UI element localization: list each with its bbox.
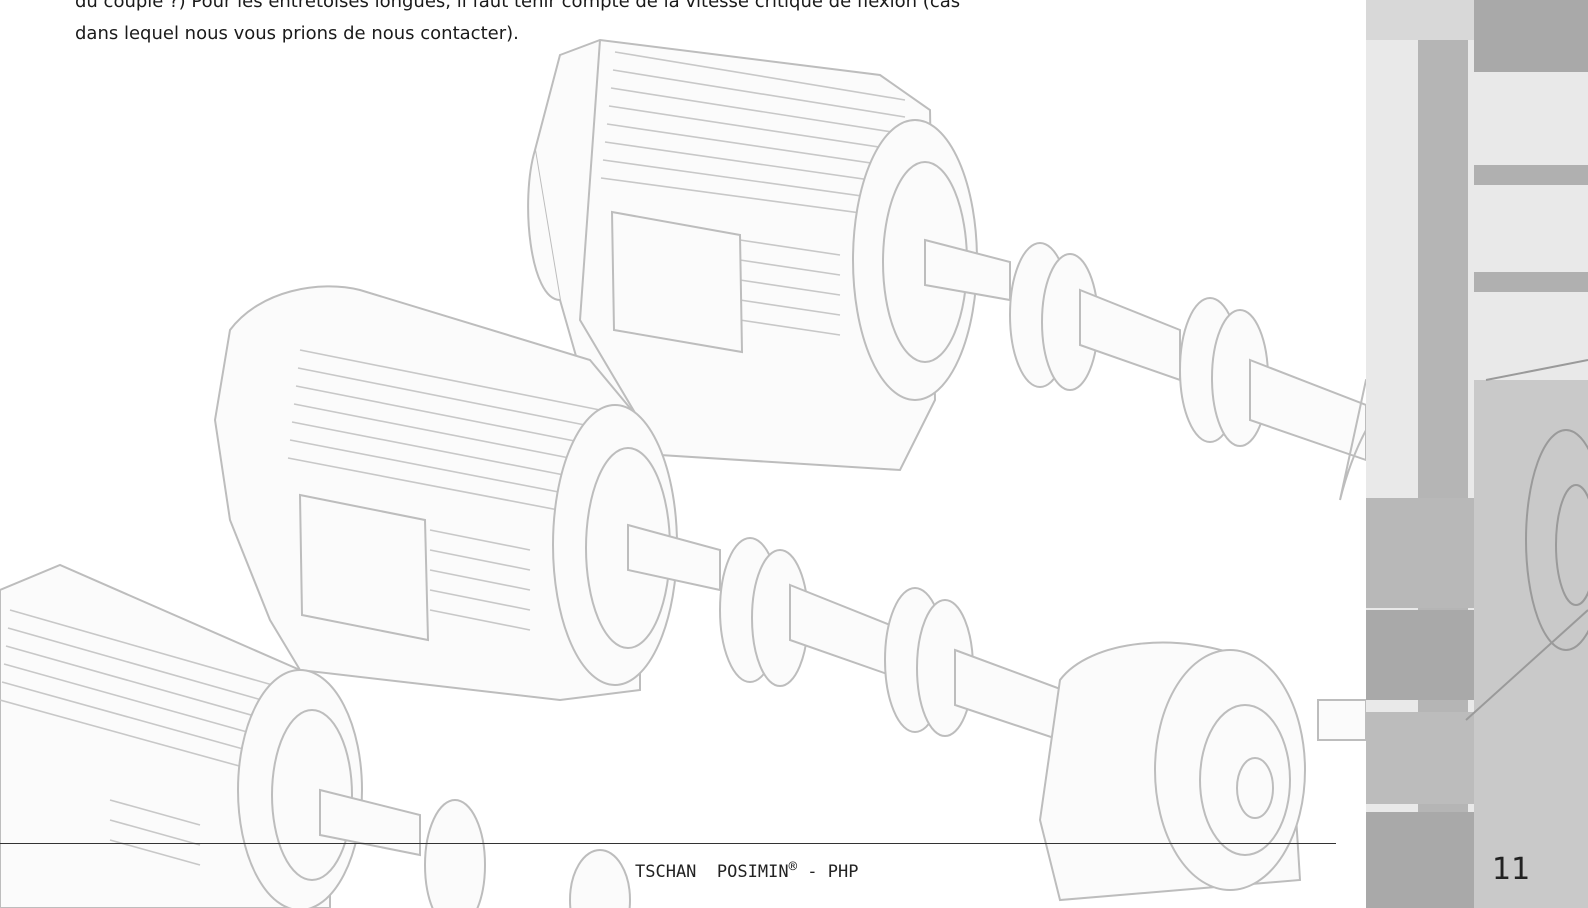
motor-bottom xyxy=(0,563,631,908)
motor-shaft-coupling-illustration xyxy=(0,38,1366,908)
motor-top xyxy=(527,38,1366,472)
footer-brand: TSCHAN POSIMIN® - PHP xyxy=(635,859,859,882)
text-line: du couple ?) Pour les entretoises longue… xyxy=(75,0,961,12)
body-paragraph: du couple ?) Pour les entretoises longue… xyxy=(75,0,1337,50)
text-line: dans lequel nous vous prions de nous con… xyxy=(75,23,519,44)
sidebar-decoration xyxy=(1366,0,1588,908)
page-number: 11 xyxy=(1492,852,1531,887)
motor-middle xyxy=(213,285,1306,902)
registered-mark: ® xyxy=(788,859,797,875)
brand-suffix: - PHP xyxy=(807,862,859,882)
brand-tschan: TSCHAN xyxy=(635,862,697,882)
footer-divider xyxy=(0,843,1336,844)
brand-posimin: POSIMIN xyxy=(716,862,789,882)
